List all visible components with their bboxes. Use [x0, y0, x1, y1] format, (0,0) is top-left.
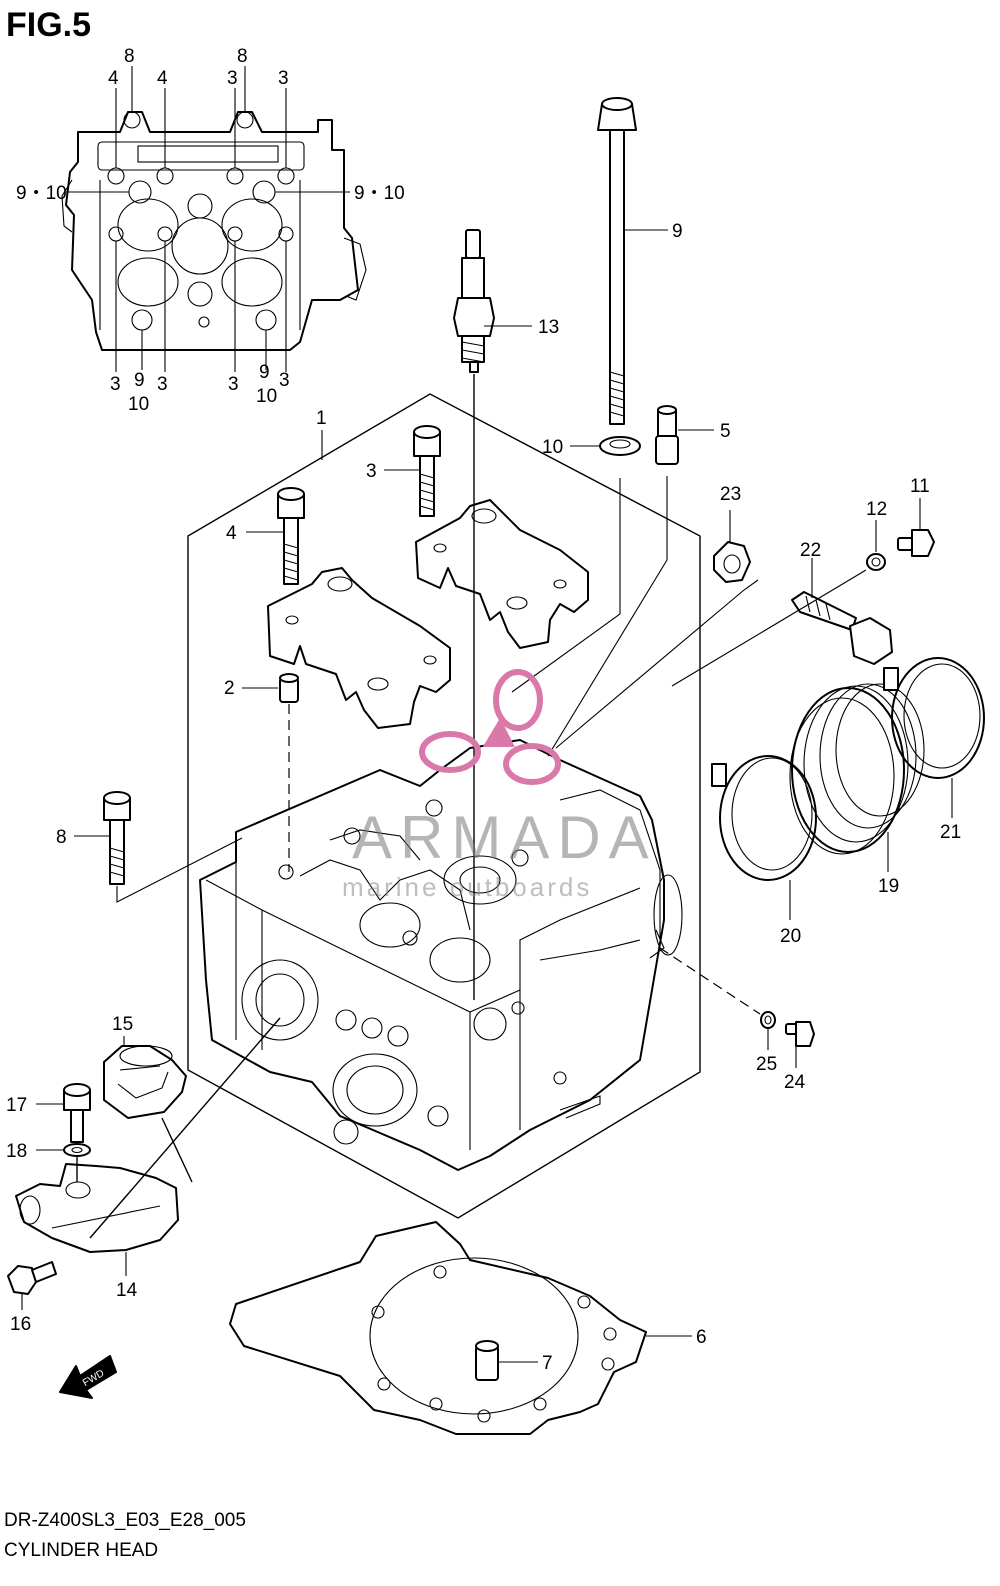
thermostat-15: [103, 1045, 193, 1183]
inset-callout-3-f: 3: [279, 370, 290, 391]
bolt-11: [897, 529, 935, 557]
thermostat-cover-14: [15, 1017, 281, 1253]
callout-2: 2: [224, 678, 235, 699]
watermark-tagline: marine outboards: [342, 872, 592, 902]
inset-callout-3-d: 3: [157, 374, 168, 395]
bolt-16: [7, 1261, 57, 1295]
camshaft-holder-upper: [415, 499, 589, 649]
bolt-24: [785, 1021, 815, 1047]
callout-21: 21: [940, 822, 961, 843]
bolt-3: [413, 425, 441, 517]
callout-8: 8: [56, 827, 67, 848]
intake-nut-23: [555, 541, 759, 749]
washer-12: [866, 553, 886, 571]
callout-20: 20: [780, 926, 801, 947]
callout-labels: 1 2 3 4 5 6 7 8 9 10 11 12 13 14 15 16 1…: [6, 221, 961, 1374]
inset-callout-3-a: 3: [227, 68, 238, 89]
camshaft-holder-lower: [267, 567, 451, 729]
inset-top-view: [61, 111, 367, 351]
intake-pipe-19: [789, 683, 925, 855]
inset-callout-3-c: 3: [110, 374, 121, 395]
washer-25: [760, 1011, 776, 1029]
dowel-pin-2: [279, 673, 299, 872]
union-5: [547, 405, 679, 757]
diagram-code: DR-Z400SL3_E03_E28_005: [4, 1510, 246, 1531]
inset-callout-10-b: 10: [256, 386, 277, 407]
callout-11: 11: [910, 476, 930, 497]
callout-18: 18: [6, 1141, 27, 1162]
bolt-4: [277, 487, 305, 585]
figure-title: FIG.5: [6, 6, 92, 44]
inset-callout-9-a: 9: [134, 370, 145, 391]
inset-callout-9-b: 9: [259, 362, 270, 383]
callout-23: 23: [720, 484, 741, 505]
dowel-pin-7: [475, 1340, 499, 1381]
callout-19: 19: [878, 876, 899, 897]
watermark-brand: ARMADA: [352, 804, 657, 871]
callout-22: 22: [800, 540, 821, 561]
stud-bolt-9: [597, 97, 637, 425]
watermark: ARMADA marine outboards: [342, 669, 657, 902]
callout-4: 4: [226, 523, 237, 544]
intake-bolt-22: [671, 569, 893, 687]
inset-callout-labels: 8 8 4 4 3 3 9・10 9・10 3 9 10 3 3 9 10 3: [16, 46, 405, 415]
bolt-24-dash-leader: [659, 947, 761, 1015]
cylinder-head-body: [199, 739, 683, 1171]
bolt-17: [63, 1083, 91, 1143]
inset-callout-3-e: 3: [228, 374, 239, 395]
fwd-direction-badge: FWD: [59, 1355, 117, 1399]
callout-25: 25: [756, 1054, 777, 1075]
callout-15: 15: [112, 1014, 133, 1035]
inset-callout-9-10-right: 9・10: [354, 183, 405, 204]
inset-callout-4-a: 4: [108, 68, 119, 89]
gasket-6: [229, 1221, 647, 1435]
assembly-group-outline: [187, 393, 701, 1219]
inset-callout-9-10-left: 9・10: [16, 183, 67, 204]
callout-6: 6: [696, 1327, 707, 1348]
callout-13: 13: [538, 317, 559, 338]
clamp-21: [883, 657, 985, 779]
callout-leaders: [21, 229, 953, 1363]
callout-16: 16: [10, 1314, 31, 1335]
diagram-name: CYLINDER HEAD: [4, 1540, 159, 1561]
callout-10: 10: [542, 437, 563, 458]
callout-7: 7: [542, 1353, 553, 1374]
inset-callout-10-a: 10: [128, 394, 149, 415]
callout-1: 1: [316, 408, 327, 429]
callout-17: 17: [6, 1095, 27, 1116]
callout-9: 9: [672, 221, 683, 242]
inset-callout-8-left: 8: [124, 46, 135, 67]
callout-24: 24: [784, 1072, 806, 1093]
callout-3: 3: [366, 461, 377, 482]
callout-14: 14: [116, 1280, 138, 1301]
callout-5: 5: [720, 421, 731, 442]
callout-12: 12: [866, 499, 887, 520]
inset-callout-8-right: 8: [237, 46, 248, 67]
inset-callout-4-b: 4: [157, 68, 168, 89]
clamp-20: [711, 755, 817, 881]
inset-leaders: [66, 66, 350, 372]
inset-callout-3-b: 3: [278, 68, 289, 89]
bolt-8: [103, 791, 243, 903]
